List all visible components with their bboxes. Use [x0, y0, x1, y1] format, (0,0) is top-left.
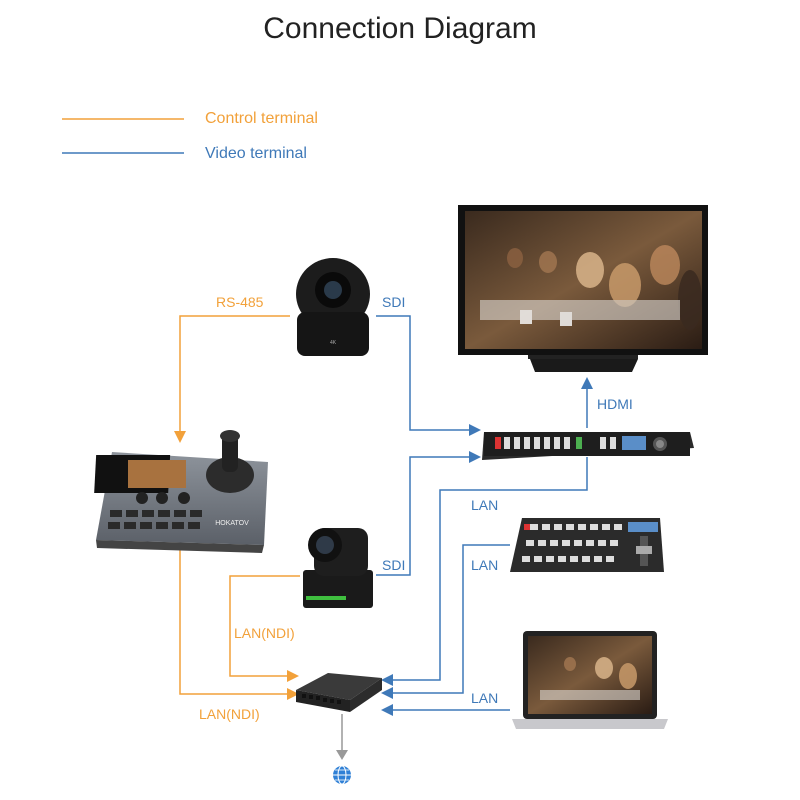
rs485-label: RS-485	[216, 294, 264, 310]
ptz-keyboard-controller: HOKATOV	[94, 430, 268, 553]
video-switcher	[482, 432, 694, 460]
laptop	[512, 631, 668, 729]
lan-ndi-cam-line	[229, 575, 300, 682]
lan-ndi-cam-label: LAN(NDI)	[234, 625, 295, 641]
ptz-camera-middle	[303, 528, 373, 608]
monitor-tv	[458, 205, 708, 372]
ptz-camera-top: 4K	[296, 258, 370, 356]
lan-laptop-label: LAN	[471, 690, 499, 706]
lan-switcher-label: LAN	[471, 497, 499, 513]
switcher-control-panel	[510, 518, 664, 572]
sdi-top-line	[376, 315, 481, 436]
globe-icon	[333, 765, 351, 785]
internet-arrow	[336, 750, 348, 760]
lan-panel-label: LAN	[471, 557, 499, 573]
sdi-mid-label: SDI	[382, 557, 406, 573]
sdi-mid-line	[376, 451, 481, 576]
lan-ndi-controller-label: LAN(NDI)	[199, 706, 260, 722]
controller-brand: HOKATOV	[215, 520, 249, 527]
lan-ndi-controller-line	[179, 545, 299, 700]
page-title: Connection Diagram	[263, 12, 537, 45]
rs485-line	[174, 315, 290, 443]
hdmi-label: HDMI	[597, 396, 633, 412]
legend-video-label: Video terminal	[205, 145, 307, 162]
network-switch	[296, 673, 382, 712]
lan-panel-line	[381, 544, 510, 699]
camera-badge: 4K	[330, 340, 337, 346]
legend-control-label: Control terminal	[205, 110, 318, 127]
sdi-top-label: SDI	[382, 294, 406, 310]
lan-switcher-line	[381, 457, 588, 686]
